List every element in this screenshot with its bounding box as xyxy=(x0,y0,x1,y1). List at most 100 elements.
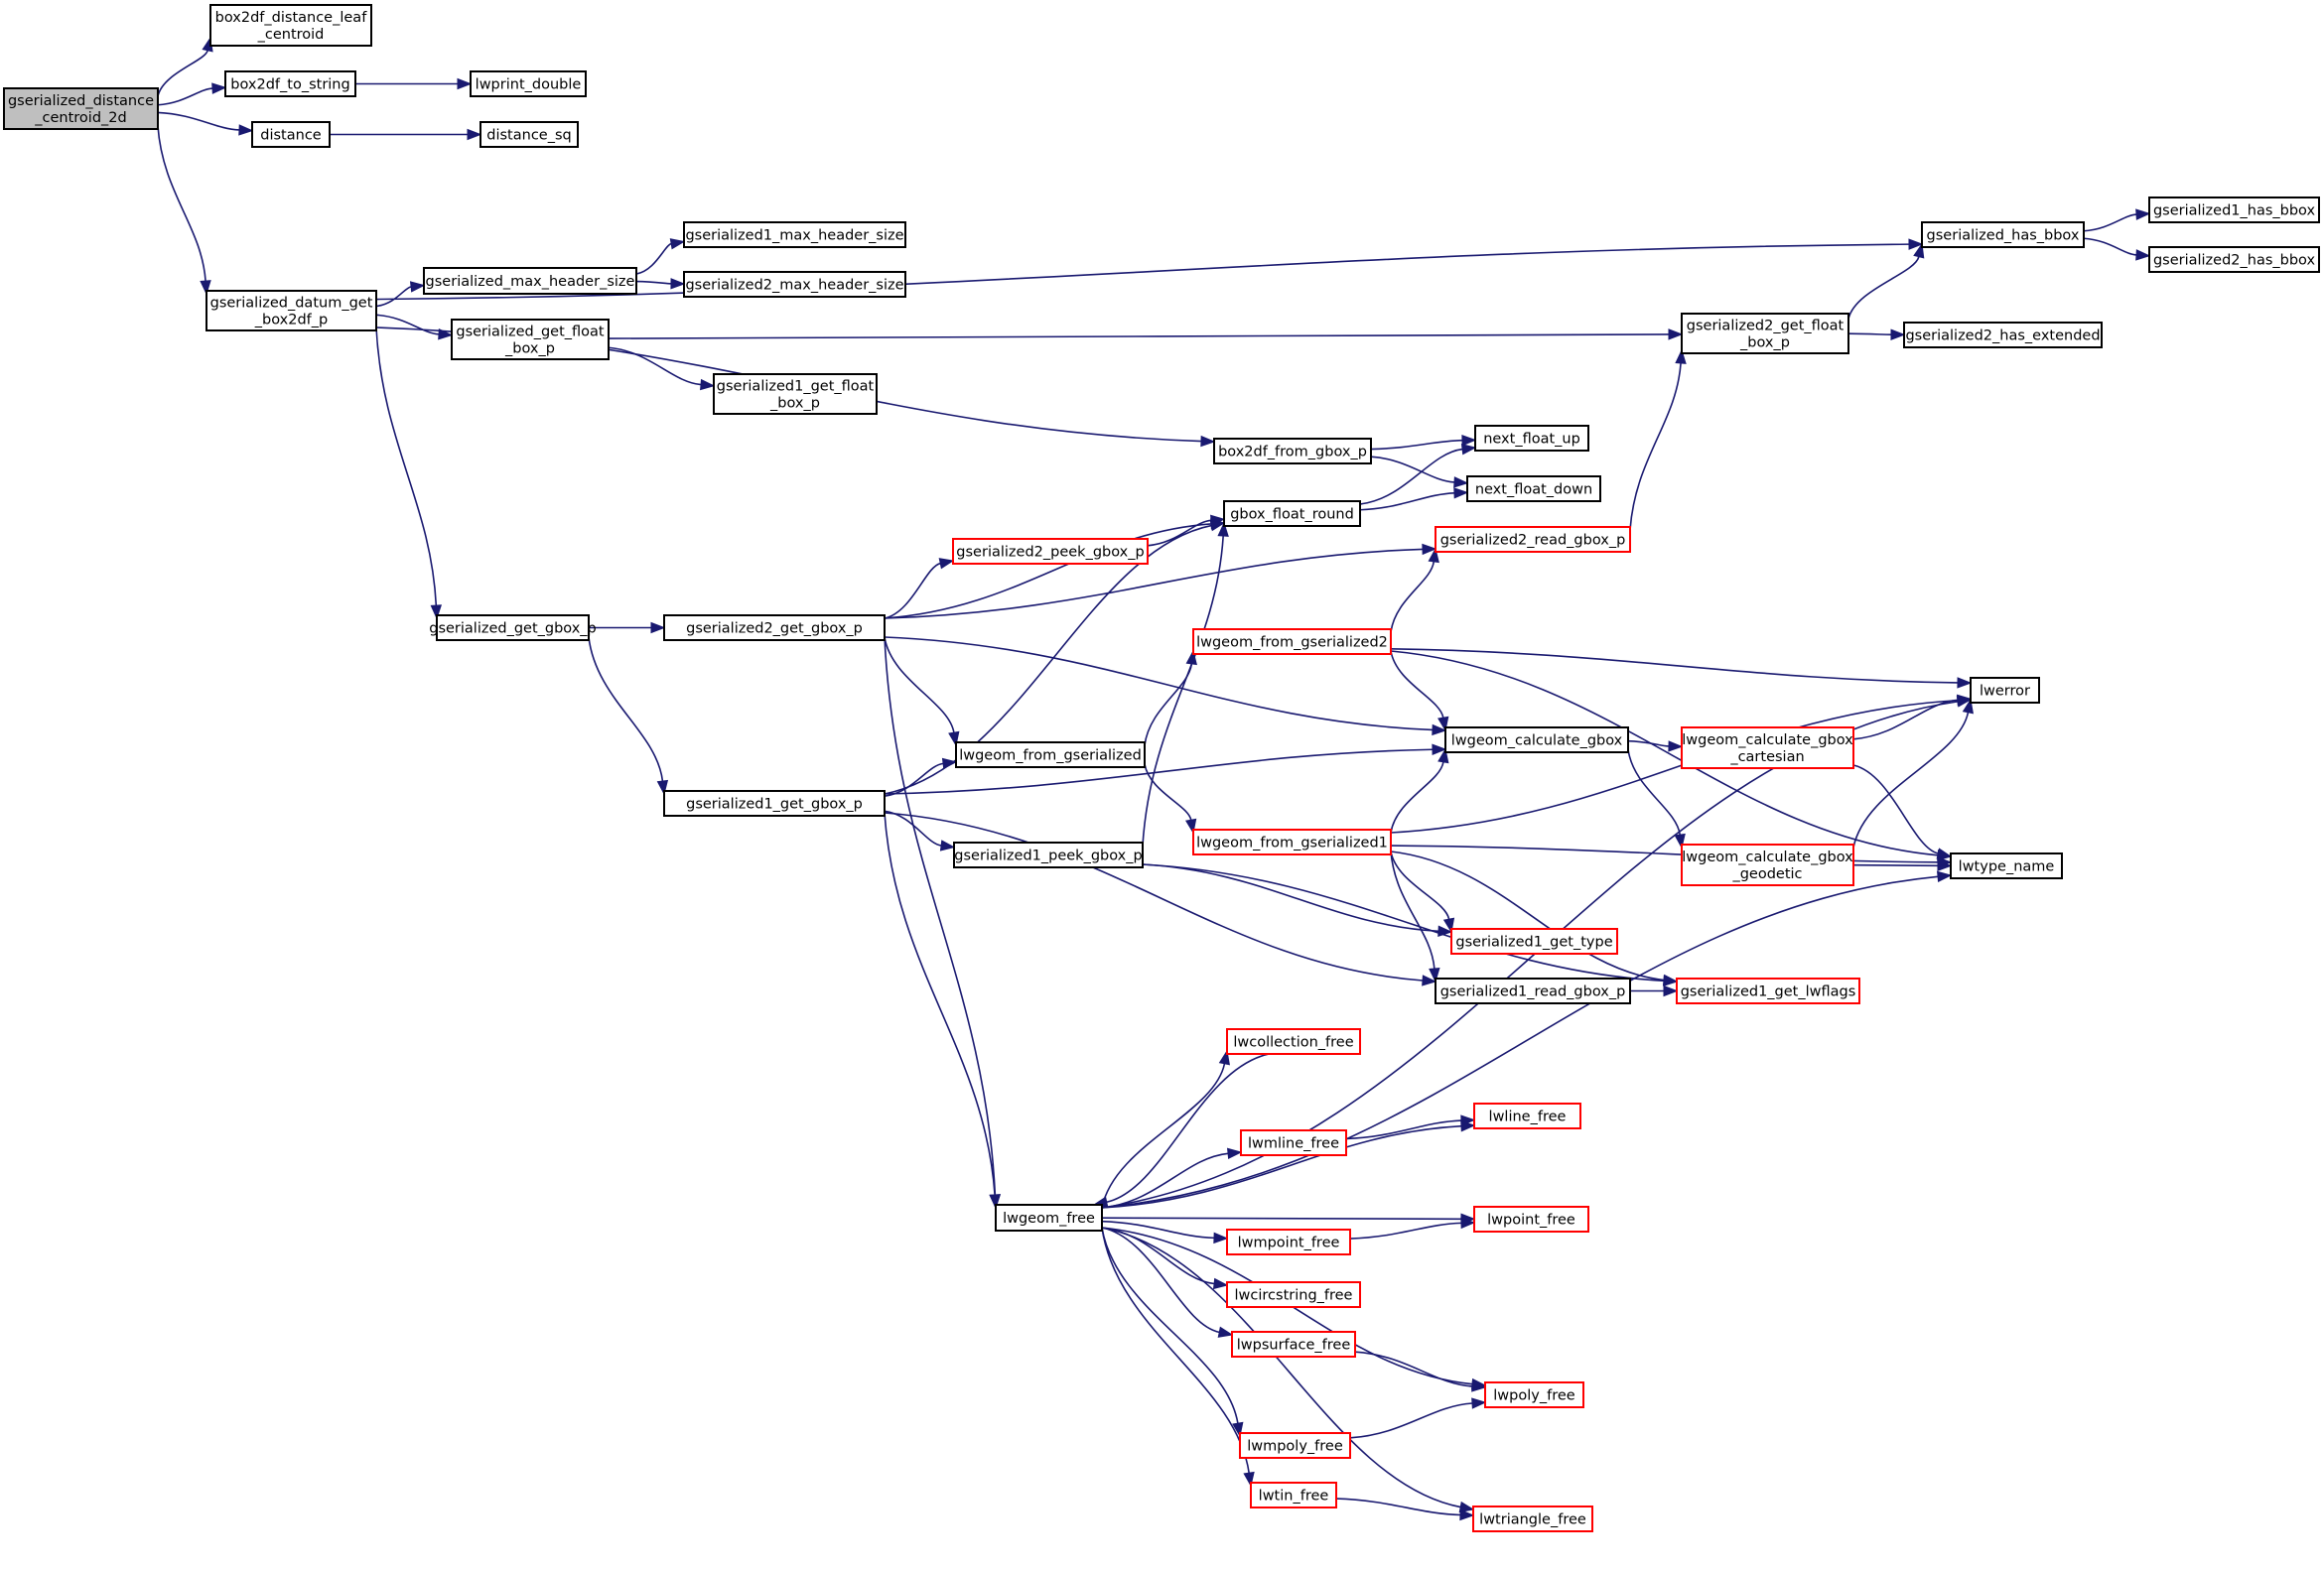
node-lwgeom-from-gserialized2[interactable]: lwgeom_from_gserialized2 xyxy=(1192,628,1392,655)
node-box[interactable] xyxy=(683,221,906,248)
node-box[interactable] xyxy=(423,267,637,295)
node-box[interactable] xyxy=(1903,322,2103,348)
node-box[interactable] xyxy=(1474,425,1589,452)
node-box[interactable] xyxy=(1240,1129,1347,1156)
node-box[interactable] xyxy=(1435,526,1631,553)
node-lwpsurface-free[interactable]: lwpsurface_free xyxy=(1231,1331,1356,1358)
node-box[interactable] xyxy=(713,373,878,415)
node-box[interactable] xyxy=(1213,438,1372,464)
node-box[interactable] xyxy=(205,290,377,331)
node-box2df-from-gbox-p[interactable]: box2df_from_gbox_p xyxy=(1213,438,1372,464)
node-box[interactable] xyxy=(1970,677,2040,704)
node-box[interactable] xyxy=(1250,1482,1337,1508)
node-lwcircstring-free[interactable]: lwcircstring_free xyxy=(1226,1281,1361,1308)
node-box[interactable] xyxy=(995,1204,1103,1232)
node-box[interactable] xyxy=(470,70,587,97)
node-lwgeom-from-gserialized[interactable]: lwgeom_from_gserialized xyxy=(955,741,1146,768)
node-gserialized1-get-type[interactable]: gserialized1_get_type xyxy=(1450,928,1618,955)
node-box[interactable] xyxy=(1231,1331,1356,1358)
node-box[interactable] xyxy=(2148,196,2320,223)
node-lwpoly-free[interactable]: lwpoly_free xyxy=(1484,1381,1584,1408)
node-box[interactable] xyxy=(1435,978,1631,1004)
node-box[interactable] xyxy=(1681,844,1854,886)
node-lwgeom-from-gserialized1[interactable]: lwgeom_from_gserialized1 xyxy=(1192,829,1392,855)
node-box[interactable] xyxy=(1466,475,1601,502)
node-box[interactable] xyxy=(479,121,579,148)
node-box[interactable] xyxy=(1681,313,1849,354)
node-box[interactable] xyxy=(1226,1028,1361,1055)
node-box[interactable] xyxy=(436,614,590,641)
node-box[interactable] xyxy=(209,4,372,47)
node-next-float-up[interactable]: next_float_up xyxy=(1474,425,1589,452)
node-lwmpoint-free[interactable]: lwmpoint_free xyxy=(1226,1229,1351,1255)
node-box[interactable] xyxy=(1676,978,1860,1004)
node-gserialized-distance-centroid-2d[interactable]: gserialized_distance_centroid_2d xyxy=(3,87,159,130)
node-box[interactable] xyxy=(952,538,1149,565)
node-gserialized1-read-gbox-p[interactable]: gserialized1_read_gbox_p xyxy=(1435,978,1631,1004)
node-box2df-distance-leaf-centroid[interactable]: box2df_distance_leaf_centroid xyxy=(209,4,372,47)
node-box[interactable] xyxy=(251,121,331,148)
node-box[interactable] xyxy=(3,87,159,130)
node-lwmpoly-free[interactable]: lwmpoly_free xyxy=(1239,1432,1351,1459)
node-box[interactable] xyxy=(1681,726,1854,769)
node-box[interactable] xyxy=(683,271,906,298)
node-box[interactable] xyxy=(1192,829,1392,855)
node-box[interactable] xyxy=(1472,1506,1593,1532)
node-box[interactable] xyxy=(1239,1432,1351,1459)
node-box2df-to-string[interactable]: box2df_to_string xyxy=(224,70,356,97)
node-gserialized-get-float-box-p[interactable]: gserialized_get_float_box_p xyxy=(451,319,610,360)
node-box[interactable] xyxy=(1223,500,1361,527)
node-box[interactable] xyxy=(953,842,1144,868)
node-gserialized-max-header-size[interactable]: gserialized_max_header_size xyxy=(423,267,637,295)
node-gserialized2-max-header-size[interactable]: gserialized2_max_header_size xyxy=(683,271,906,298)
node-gserialized-has-bbox[interactable]: gserialized_has_bbox xyxy=(1921,221,2085,248)
node-box[interactable] xyxy=(1950,852,2063,879)
node-lwgeom-free[interactable]: lwgeom_free xyxy=(995,1204,1103,1232)
node-box[interactable] xyxy=(663,614,886,641)
node-next-float-down[interactable]: next_float_down xyxy=(1466,475,1601,502)
node-box[interactable] xyxy=(1444,726,1629,753)
node-box[interactable] xyxy=(663,790,886,817)
node-gserialized2-has-bbox[interactable]: gserialized2_has_bbox xyxy=(2148,246,2320,273)
node-gserialized2-get-gbox-p[interactable]: gserialized2_get_gbox_p xyxy=(663,614,886,641)
node-gserialized2-peek-gbox-p[interactable]: gserialized2_peek_gbox_p xyxy=(952,538,1149,565)
node-lwtriangle-free[interactable]: lwtriangle_free xyxy=(1472,1506,1593,1532)
node-gserialized1-has-bbox[interactable]: gserialized1_has_bbox xyxy=(2148,196,2320,223)
node-lwerror[interactable]: lwerror xyxy=(1970,677,2040,704)
node-gbox-float-round[interactable]: gbox_float_round xyxy=(1223,500,1361,527)
node-lwmline-free[interactable]: lwmline_free xyxy=(1240,1129,1347,1156)
node-lwtin-free[interactable]: lwtin_free xyxy=(1250,1482,1337,1508)
node-gserialized1-peek-gbox-p[interactable]: gserialized1_peek_gbox_p xyxy=(953,842,1144,868)
node-distance-sq[interactable]: distance_sq xyxy=(479,121,579,148)
node-lwprint-double[interactable]: lwprint_double xyxy=(470,70,587,97)
node-gserialized1-get-gbox-p[interactable]: gserialized1_get_gbox_p xyxy=(663,790,886,817)
node-gserialized1-get-float-box-p[interactable]: gserialized1_get_float_box_p xyxy=(713,373,878,415)
node-box[interactable] xyxy=(1192,628,1392,655)
node-box[interactable] xyxy=(1226,1229,1351,1255)
node-gserialized-get-gbox-p[interactable]: gserialized_get_gbox_p xyxy=(429,614,597,641)
node-box[interactable] xyxy=(1226,1281,1361,1308)
node-gserialized2-has-extended[interactable]: gserialized2_has_extended xyxy=(1903,322,2103,348)
node-gserialized1-max-header-size[interactable]: gserialized1_max_header_size xyxy=(683,221,906,248)
node-gserialized2-read-gbox-p[interactable]: gserialized2_read_gbox_p xyxy=(1435,526,1631,553)
node-box[interactable] xyxy=(1450,928,1618,955)
node-lwtype-name[interactable]: lwtype_name xyxy=(1950,852,2063,879)
node-lwline-free[interactable]: lwline_free xyxy=(1473,1103,1581,1129)
node-lwpoint-free[interactable]: lwpoint_free xyxy=(1473,1206,1589,1233)
node-box[interactable] xyxy=(1473,1103,1581,1129)
node-box[interactable] xyxy=(1921,221,2085,248)
node-gserialized2-get-float-box-p[interactable]: gserialized2_get_float_box_p xyxy=(1681,313,1849,354)
node-lwgeom-calculate-gbox[interactable]: lwgeom_calculate_gbox xyxy=(1444,726,1629,753)
node-box[interactable] xyxy=(451,319,610,360)
node-box[interactable] xyxy=(2148,246,2320,273)
node-box[interactable] xyxy=(1484,1381,1584,1408)
node-box[interactable] xyxy=(955,741,1146,768)
node-lwgeom-calculate-gbox-cartesian[interactable]: lwgeom_calculate_gbox_cartesian xyxy=(1681,726,1854,769)
node-box[interactable] xyxy=(224,70,356,97)
node-lwcollection-free[interactable]: lwcollection_free xyxy=(1226,1028,1361,1055)
node-gserialized-datum-get-box2df-p[interactable]: gserialized_datum_get_box2df_p xyxy=(205,290,377,331)
node-lwgeom-calculate-gbox-geodetic[interactable]: lwgeom_calculate_gbox_geodetic xyxy=(1681,844,1854,886)
node-box[interactable] xyxy=(1473,1206,1589,1233)
node-distance[interactable]: distance xyxy=(251,121,331,148)
node-gserialized1-get-lwflags[interactable]: gserialized1_get_lwflags xyxy=(1676,978,1860,1004)
